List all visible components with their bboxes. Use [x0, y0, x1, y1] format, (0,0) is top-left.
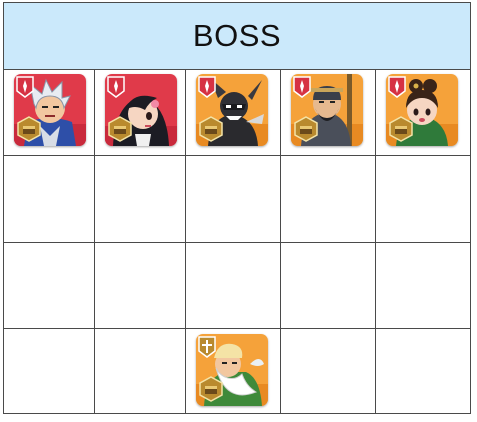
hero-card-dark-hair-girl[interactable]	[105, 74, 177, 146]
grid-cell-r3c5[interactable]	[376, 243, 470, 329]
rank-badge-icon	[389, 116, 413, 142]
attack-class-icon	[198, 76, 216, 98]
rank-badge-icon	[199, 376, 223, 402]
grid-cell-r2c5[interactable]	[376, 156, 470, 243]
grid-cell-r2c1[interactable]	[4, 156, 95, 243]
attack-class-icon	[388, 76, 406, 98]
support-class-icon	[198, 336, 216, 358]
grid-cell-r1c5[interactable]	[376, 69, 470, 156]
rank-badge-icon	[17, 116, 41, 142]
grid-cell-r4c1[interactable]	[4, 329, 95, 413]
grid-cell-r2c2[interactable]	[95, 156, 186, 243]
attack-class-icon	[16, 76, 34, 98]
grid-cell-r3c3[interactable]	[186, 243, 281, 329]
hero-card-bearded-general[interactable]	[291, 74, 363, 146]
hero-card-white-beard-sage[interactable]	[196, 334, 268, 406]
table-header: BOSS	[4, 3, 470, 70]
grid-cell-r4c5[interactable]	[376, 329, 470, 413]
grid-cell-r2c4[interactable]	[281, 156, 376, 243]
attack-class-icon	[293, 76, 311, 98]
hero-card-bun-hair-lady[interactable]	[386, 74, 458, 146]
rank-badge-icon	[294, 116, 318, 142]
grid-cell-r1c4[interactable]	[281, 69, 376, 156]
grid-cell-r4c3[interactable]	[186, 329, 281, 413]
grid-cell-r3c4[interactable]	[281, 243, 376, 329]
header-title: BOSS	[192, 18, 282, 53]
grid-cell-r4c2[interactable]	[95, 329, 186, 413]
grid-cell-r3c1[interactable]	[4, 243, 95, 329]
grid-cell-r2c3[interactable]	[186, 156, 281, 243]
hero-card-horned-helmet-warrior[interactable]	[196, 74, 268, 146]
attack-class-icon	[107, 76, 125, 98]
rank-badge-icon	[199, 116, 223, 142]
grid-cell-r4c4[interactable]	[281, 329, 376, 413]
formation-grid	[4, 69, 470, 413]
grid-cell-r3c2[interactable]	[95, 243, 186, 329]
grid-cell-r1c3[interactable]	[186, 69, 281, 156]
hero-card-silver-hair-warrior[interactable]	[14, 74, 86, 146]
rank-badge-icon	[108, 116, 132, 142]
boss-lineup-table: BOSS	[3, 2, 471, 414]
grid-cell-r1c1[interactable]	[4, 69, 95, 156]
grid-cell-r1c2[interactable]	[95, 69, 186, 156]
